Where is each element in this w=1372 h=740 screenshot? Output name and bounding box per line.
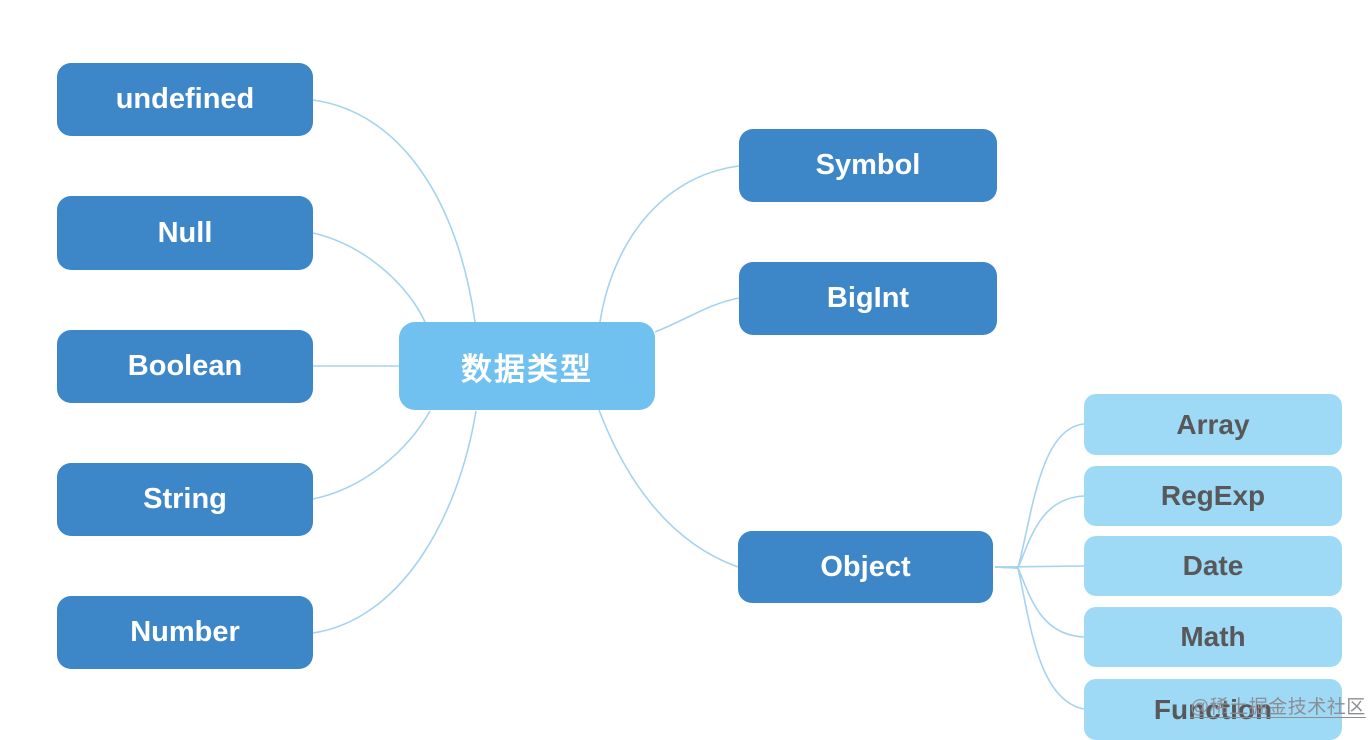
edge-object-function <box>994 566 1085 710</box>
node-number[interactable]: Number <box>57 596 313 669</box>
node-object-label: Object <box>820 550 911 583</box>
node-root-data-types[interactable]: 数据类型 <box>399 322 655 410</box>
edge-undefined-root <box>312 99 476 323</box>
edge-object-math <box>994 566 1085 638</box>
node-symbol-label: Symbol <box>815 149 921 181</box>
node-null-label: Null <box>157 216 213 249</box>
node-regexp-label: RegExp <box>1160 480 1266 511</box>
node-null[interactable]: Null <box>57 196 313 270</box>
node-boolean-label: Boolean <box>127 350 243 382</box>
edge-root-object <box>598 409 739 568</box>
node-bigint-label: BigInt <box>826 282 910 314</box>
node-undefined[interactable]: undefined <box>57 63 313 136</box>
node-array-label: Array <box>1176 408 1250 440</box>
node-boolean[interactable]: Boolean <box>57 330 313 403</box>
edge-root-bigint <box>654 297 740 333</box>
node-root-label: 数据类型 <box>461 351 593 387</box>
edge-object-array <box>994 423 1085 569</box>
node-date[interactable]: Date <box>1084 536 1342 596</box>
node-array[interactable]: Array <box>1084 394 1342 455</box>
edge-null-root <box>312 232 426 323</box>
node-bigint[interactable]: BigInt <box>739 262 997 335</box>
node-math[interactable]: Math <box>1084 607 1342 667</box>
node-date-label: Date <box>1182 550 1244 581</box>
node-math-label: Math <box>1180 621 1246 652</box>
node-function[interactable]: Function <box>1084 679 1342 740</box>
edge-string-root <box>312 410 431 500</box>
node-undefined-label: undefined <box>115 83 255 115</box>
node-regexp[interactable]: RegExp <box>1084 466 1342 526</box>
node-string-label: String <box>143 483 227 515</box>
node-function-label: Function <box>1153 693 1273 725</box>
edge-root-symbol <box>599 165 740 323</box>
node-number-label: Number <box>130 616 240 648</box>
edge-number-root <box>312 410 477 634</box>
edge-object-date <box>994 565 1085 568</box>
node-object[interactable]: Object <box>738 531 993 603</box>
node-string[interactable]: String <box>57 463 313 536</box>
node-symbol[interactable]: Symbol <box>739 129 997 202</box>
watermark: @稀土掘金技术社区 <box>1190 697 1366 718</box>
edge-object-regexp <box>994 495 1085 569</box>
